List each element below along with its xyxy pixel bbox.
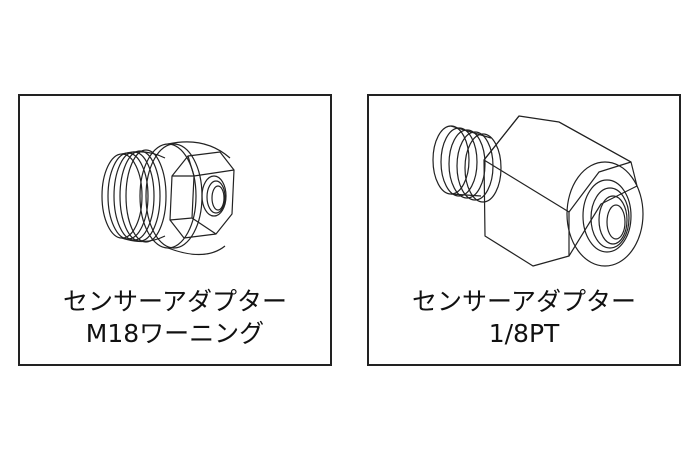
product-panel-1-8pt: センサーアダプター 1/8PT [367,94,681,366]
panel-title: センサーアダプター [411,287,636,316]
m18-adapter-illustration [20,96,330,296]
panel-subtitle: 1/8PT [488,319,560,348]
panel-title: センサーアダプター [62,287,287,316]
product-panel-m18: センサーアダプター M18ワーニング [18,94,332,366]
panel-subtitle: M18ワーニング [85,319,265,348]
1-8pt-adapter-illustration [369,96,679,296]
